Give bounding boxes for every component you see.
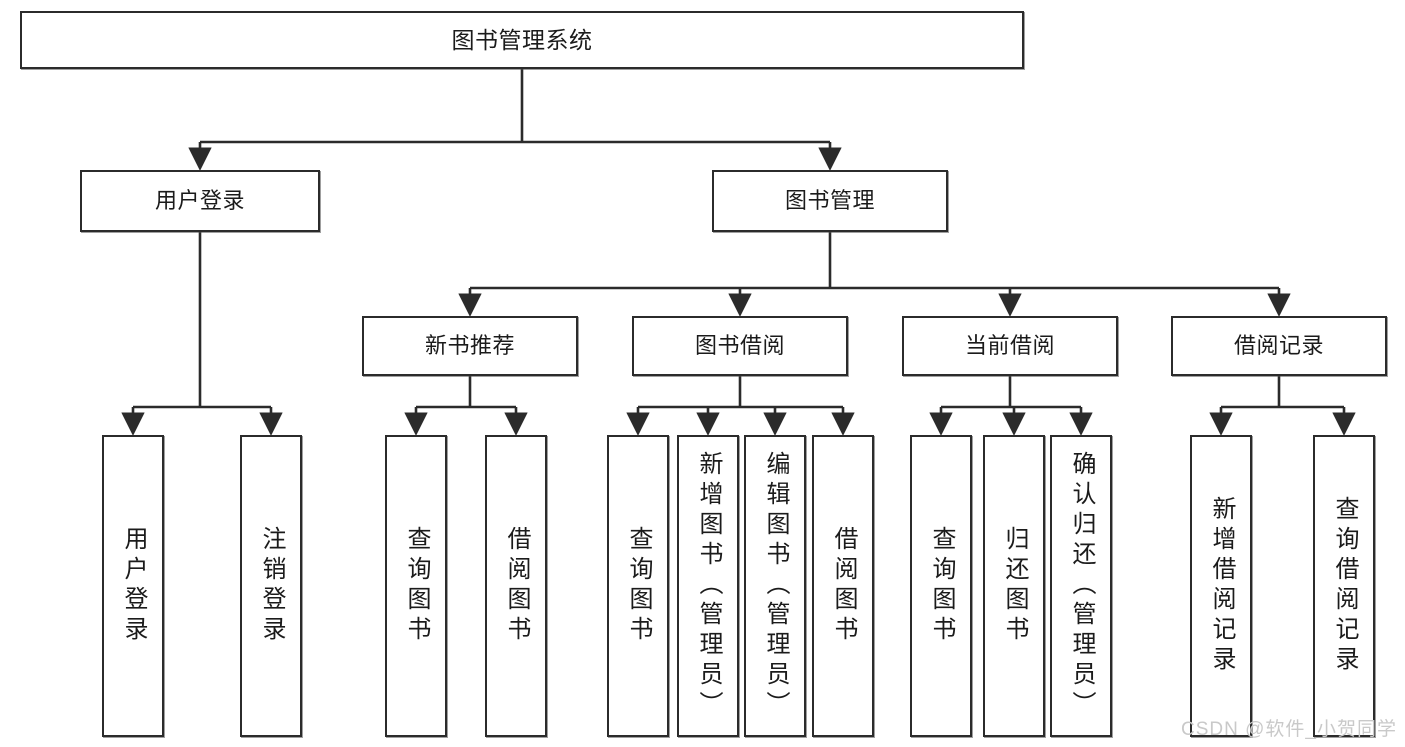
node-n12[interactable]: 新增借阅记录 [1190, 435, 1252, 737]
node-l3b[interactable]: 图书借阅 [632, 316, 848, 376]
node-l2b[interactable]: 图书管理 [712, 170, 948, 232]
node-n07[interactable]: 编辑图书（管理员） [744, 435, 806, 737]
node-n09[interactable]: 查询图书 [910, 435, 972, 737]
node-label: 查询图书 [928, 526, 955, 646]
node-label: 归还图书 [1001, 526, 1028, 646]
node-l3d[interactable]: 借阅记录 [1171, 316, 1387, 376]
node-label: 借阅记录 [1233, 333, 1324, 359]
node-label: 借阅图书 [503, 526, 530, 646]
node-n03[interactable]: 查询图书 [385, 435, 447, 737]
node-n04[interactable]: 借阅图书 [485, 435, 547, 737]
node-n02[interactable]: 注销登录 [240, 435, 302, 737]
node-n10[interactable]: 归还图书 [983, 435, 1045, 737]
node-l3c[interactable]: 当前借阅 [902, 316, 1118, 376]
node-label: 编辑图书（管理员） [762, 451, 789, 721]
node-label: 用户登录 [154, 188, 245, 214]
node-n06[interactable]: 新增图书（管理员） [677, 435, 739, 737]
node-label: 图书借阅 [694, 333, 785, 359]
node-label: 新书推荐 [424, 333, 515, 359]
node-l3a[interactable]: 新书推荐 [362, 316, 578, 376]
node-n11[interactable]: 确认归还（管理员） [1050, 435, 1112, 737]
node-label: 图书管理系统 [451, 26, 593, 53]
node-label: 新增借阅记录 [1208, 496, 1235, 676]
node-label: 用户登录 [120, 526, 147, 646]
node-n01[interactable]: 用户登录 [102, 435, 164, 737]
node-l2a[interactable]: 用户登录 [80, 170, 320, 232]
node-n08[interactable]: 借阅图书 [812, 435, 874, 737]
node-label: 查询借阅记录 [1331, 496, 1358, 676]
node-n13[interactable]: 查询借阅记录 [1313, 435, 1375, 737]
node-label: 借阅图书 [830, 526, 857, 646]
node-label: 查询图书 [625, 526, 652, 646]
node-label: 注销登录 [258, 526, 285, 646]
node-label: 当前借阅 [964, 333, 1055, 359]
node-label: 查询图书 [403, 526, 430, 646]
node-label: 图书管理 [784, 188, 875, 214]
watermark: CSDN @软件_小贺同学 [1181, 719, 1397, 740]
node-root[interactable]: 图书管理系统 [20, 11, 1024, 69]
node-label: 新增图书（管理员） [695, 451, 722, 721]
node-n05[interactable]: 查询图书 [607, 435, 669, 737]
node-label: 确认归还（管理员） [1068, 451, 1095, 721]
